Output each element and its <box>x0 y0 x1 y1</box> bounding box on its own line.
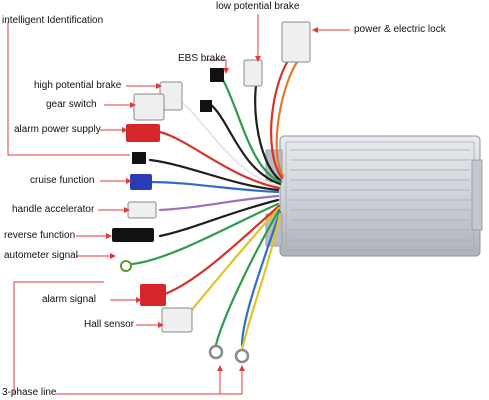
label-cruise-function: cruise function <box>30 175 95 186</box>
phase-ring-terminal-1 <box>208 344 224 360</box>
label-3-phase-line: 3-phase line <box>2 387 57 398</box>
label-high-potential-brake: high potential brake <box>34 80 122 91</box>
connector-intelligent-id <box>132 152 146 164</box>
wire-bundle <box>130 53 302 352</box>
connector-hall-sensor <box>161 307 193 333</box>
connector-gear-switch <box>133 93 165 121</box>
label-low-potential-brake: low potential brake <box>216 1 300 12</box>
phase-ring-terminal-2 <box>234 348 250 364</box>
label-reverse-function: reverse function <box>4 230 76 241</box>
label-intelligent-identification: intelligent Identification <box>2 15 104 26</box>
controller-housing <box>265 135 483 257</box>
connector-alarm-signal <box>140 284 166 306</box>
label-power-electric-lock: power & electric lock <box>354 24 446 35</box>
label-handle-accelerator: handle accelerator <box>12 204 95 215</box>
label-gear-switch: gear switch <box>46 99 97 110</box>
connector-power-lock <box>281 21 311 63</box>
connector-handle-accelerator <box>127 201 157 219</box>
connector-ebs-small <box>200 100 212 112</box>
connector-alarm-power <box>126 124 160 142</box>
connector-cruise <box>130 174 152 190</box>
leader-lines <box>7 14 350 395</box>
autometer-ring-terminal <box>120 260 132 272</box>
label-alarm-signal: alarm signal <box>42 294 96 305</box>
connector-reverse <box>112 228 154 242</box>
label-autometer-signal: autometer signal <box>4 250 78 261</box>
connector-ebs-brake <box>210 68 224 82</box>
label-hall-sensor: Hall sensor <box>84 319 135 330</box>
label-ebs-brake: EBS brake <box>178 53 226 64</box>
connector-low-potential-brake <box>243 59 263 87</box>
connectors <box>112 21 311 364</box>
label-alarm-power-supply: alarm power supply <box>14 124 101 135</box>
